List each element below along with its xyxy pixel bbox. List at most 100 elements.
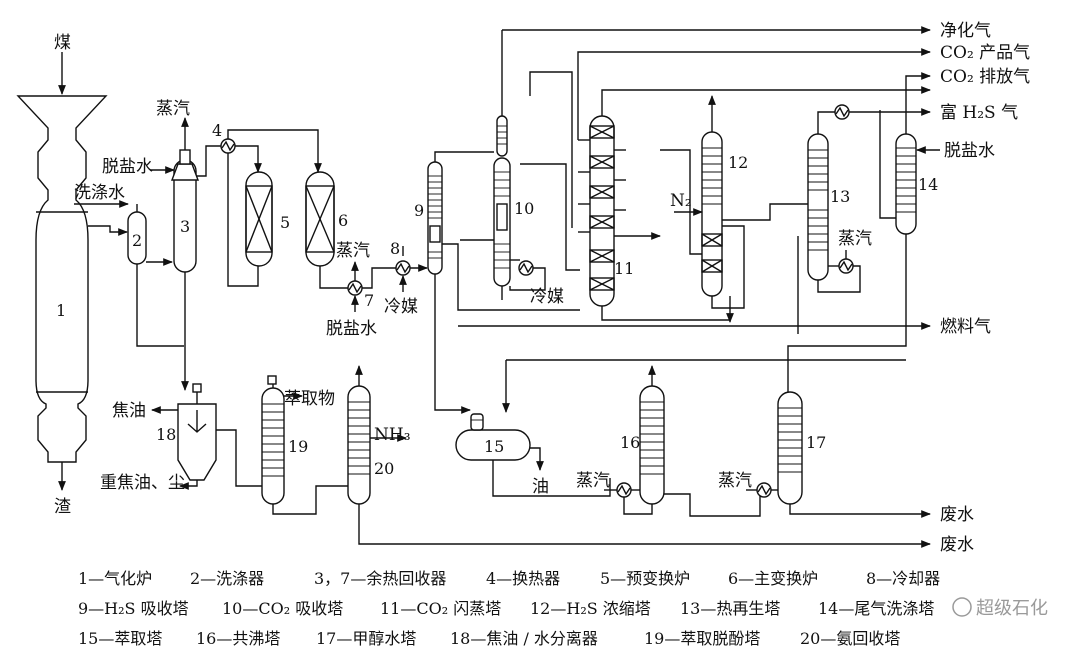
legend-item: 6—主变换炉	[728, 569, 818, 588]
cooler-8	[395, 260, 411, 276]
h2s-absorber-9	[427, 161, 443, 275]
legend-item: 2—洗涤器	[190, 569, 264, 588]
cooler-10	[518, 260, 534, 276]
number-9: 9	[414, 201, 424, 220]
number-5: 5	[280, 213, 290, 232]
line-co2-return	[529, 71, 573, 228]
heat-exchanger-4	[220, 138, 236, 154]
label-waste-water-2: 废水	[940, 535, 974, 555]
label-slag: 渣	[54, 497, 71, 517]
legend-item: 13—热再生塔	[680, 599, 780, 618]
legend-item: 1—气化炉	[78, 569, 152, 588]
wechat-icon	[952, 597, 972, 617]
label-co2-product: CO₂ 产品气	[940, 43, 1030, 63]
number-12: 12	[728, 153, 748, 172]
label-extract: 萃取物	[284, 389, 335, 409]
h2s-concentrator-12	[701, 131, 723, 297]
azeotropic-column-16	[639, 385, 665, 505]
co2-absorber-10	[493, 30, 511, 287]
gas-to-4	[196, 145, 222, 177]
legend-item: 9—H₂S 吸收塔	[78, 599, 189, 618]
main-shift-converter-6	[305, 171, 335, 267]
number-4: 4	[212, 121, 222, 140]
waste-water-line-1	[789, 504, 931, 518]
tail-gas-scrubber-14	[895, 133, 917, 235]
tar-water-separator-18	[177, 383, 217, 481]
legend-item: 12—H₂S 浓缩塔	[530, 599, 651, 618]
label-desalted-water-7: 脱盐水	[326, 319, 377, 339]
label-steam-top: 蒸汽	[156, 99, 190, 119]
legend-item: 20—氨回收塔	[800, 629, 900, 648]
line-18-to-19	[216, 429, 268, 487]
label-nh3: NH₃	[374, 425, 411, 445]
line-9-rich	[442, 243, 580, 311]
number-1: 1	[56, 301, 66, 320]
line-16-to-17	[664, 493, 761, 517]
legend-item: 18—焦油 / 水分离器	[450, 629, 598, 648]
line-12-side	[660, 149, 702, 255]
heavy-tar-line	[179, 480, 198, 490]
label-cold-medium-10: 冷媒	[530, 287, 564, 307]
label-wash-water: 洗涤水	[74, 183, 125, 203]
line-7-to-8	[362, 267, 396, 289]
number-17: 17	[806, 433, 826, 452]
watermark: 超级石化	[952, 597, 1048, 619]
number-8: 8	[390, 239, 400, 258]
line-9-to-10	[434, 151, 494, 162]
methanol-water-column-17	[777, 391, 803, 505]
legend-item: 17—甲醇水塔	[316, 629, 416, 648]
legend-item: 14—尾气洗涤塔	[818, 599, 934, 618]
line-16-bottom	[623, 497, 653, 515]
label-steam-17: 蒸汽	[718, 471, 752, 491]
label-clean-gas: 净化气	[940, 21, 991, 41]
extraction-vessel-15	[455, 413, 531, 461]
number-18: 18	[156, 425, 176, 444]
line-9-to-15	[434, 274, 471, 414]
line-19-to-20	[272, 485, 348, 515]
number-15: 15	[484, 437, 504, 456]
label-co2-vent: CO₂ 排放气	[940, 67, 1030, 87]
label-n2: N₂	[670, 191, 692, 211]
label-waste-water-1: 废水	[940, 505, 974, 525]
thermal-regenerator-13	[807, 133, 829, 281]
line-5-return	[227, 153, 259, 287]
line-11-bottom	[601, 306, 730, 321]
number-3: 3	[180, 217, 190, 236]
gasifier-1	[16, 95, 108, 463]
label-tar: 焦油	[112, 401, 146, 421]
line-14-top	[905, 72, 931, 134]
legend-item: 5—预变换炉	[600, 569, 690, 588]
legend-item: 3，7—余热回收器	[314, 569, 446, 588]
label-steam-7: 蒸汽	[336, 241, 370, 261]
line-14-bottom	[787, 234, 907, 392]
legend-item: 4—换热器	[486, 569, 560, 588]
ammonia-recovery-column-20	[347, 385, 371, 505]
line-4-to-5	[235, 145, 262, 173]
legend-item: 8—冷却器	[866, 569, 940, 588]
label-steam-16: 蒸汽	[576, 471, 610, 491]
co2-vent-line	[601, 86, 931, 116]
label-desalted-water-in: 脱盐水	[102, 157, 153, 177]
legend-item: 10—CO₂ 吸收塔	[222, 599, 343, 618]
scrubber-bottom-line	[136, 264, 184, 347]
label-oil: 油	[532, 477, 549, 497]
waste-heat-recovery-7	[347, 280, 363, 296]
waste-heat-recovery-3	[170, 149, 200, 273]
line-13-bottom	[817, 265, 861, 293]
watermark-text: 超级石化	[976, 598, 1048, 619]
legend: 1—气化炉 2—洗涤器 3，7—余热回收器 4—换热器 5—预变换炉 6—主变换…	[78, 569, 940, 648]
label-coal: 煤	[54, 33, 71, 53]
label-fuel-gas: 燃料气	[940, 317, 991, 337]
line-4-to-6	[227, 129, 322, 173]
label-desalted-water-14: 脱盐水	[944, 141, 995, 161]
number-7: 7	[364, 291, 374, 310]
number-14: 14	[918, 175, 938, 194]
line-13-top	[817, 111, 835, 134]
number-11: 11	[614, 259, 634, 278]
number-20: 20	[374, 459, 394, 478]
line-12-loop	[711, 225, 745, 309]
line-10-to-11	[520, 163, 580, 271]
number-2: 2	[132, 231, 142, 250]
label-steam-13: 蒸汽	[838, 229, 872, 249]
